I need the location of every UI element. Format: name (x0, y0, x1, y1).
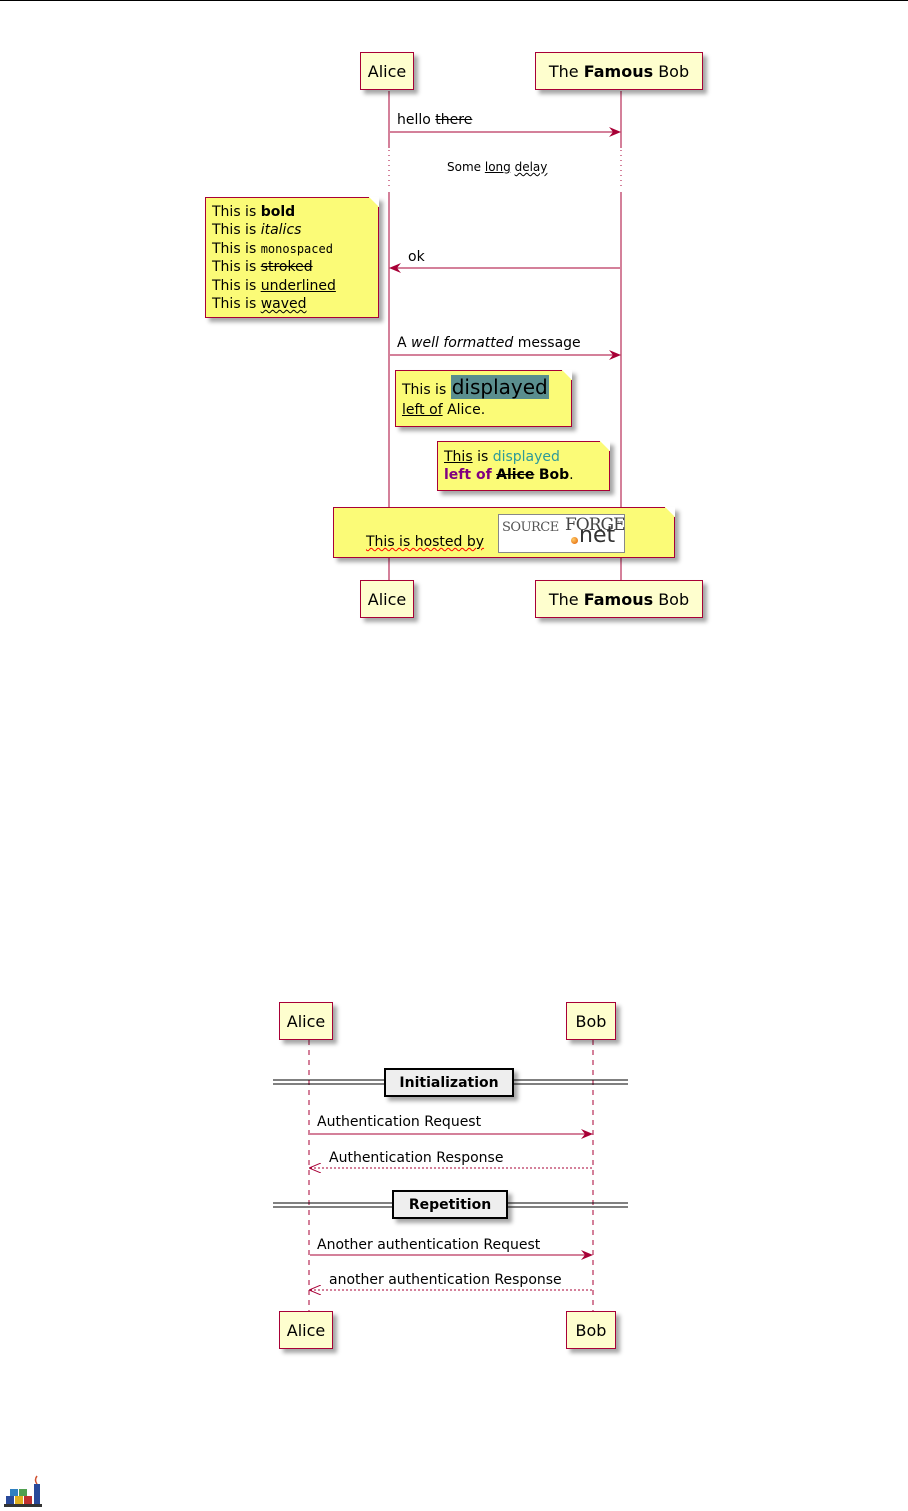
note-fold (562, 370, 572, 380)
monospaced-text: monospaced (260, 241, 333, 256)
note-displayed: This is displayed left of Alice. (395, 370, 572, 427)
participant2-bob-top: Bob (566, 1002, 616, 1040)
delay-long: long (484, 160, 511, 174)
stroked-text: stroked (260, 259, 313, 276)
bob-bold: Famous (583, 61, 654, 81)
divider-repetition: Repetition (392, 1190, 508, 1219)
participant2-bob-bottom: Bob (566, 1311, 616, 1349)
message2-response: Authentication Response (329, 1150, 504, 1166)
left-of-text: left of (402, 402, 443, 418)
message-ok: ok (408, 249, 425, 265)
waved-text: waved (260, 296, 307, 313)
note-hosted: This is hosted by SOURCE FORGE ™ net (333, 507, 675, 558)
divider-initialization: Initialization (384, 1068, 514, 1097)
diagram2-lines (273, 1040, 628, 1312)
underlined-text: underlined (260, 277, 336, 294)
logo-dot-icon (571, 537, 578, 544)
message-hello: hello there (397, 111, 472, 129)
note-formatting: This is bold This is italics This is mon… (205, 197, 379, 318)
logo-forge: FORGE (565, 515, 626, 535)
participant-alice-bottom: Alice (360, 580, 414, 618)
participant2-alice-bottom: Alice (279, 1311, 333, 1349)
participant-alice-top: Alice (360, 52, 414, 90)
note-fold (665, 507, 675, 517)
formatted-italic: well formatted (411, 335, 514, 351)
hosted-text: This is hosted by (366, 534, 485, 550)
bold-text: bold (260, 204, 296, 220)
stroked-alice: Alice (496, 467, 535, 484)
sourceforge-logo: SOURCE FORGE ™ net (498, 514, 626, 553)
page-top-rule (0, 0, 908, 1)
delay-pre: Some (447, 160, 482, 174)
delay-label: Some long delay (447, 158, 547, 176)
note-fold (369, 197, 379, 207)
hello-text: hello (397, 112, 431, 128)
note-fold (600, 441, 610, 451)
message2-another-request: Another authentication Request (317, 1237, 541, 1253)
message-formatted: A well formatted message (397, 335, 581, 351)
logo-tm: ™ (615, 520, 622, 528)
message2-another-response: another authentication Response (329, 1272, 562, 1288)
there-text: there (435, 112, 473, 128)
bob-post: Bob (658, 61, 690, 81)
cyan-displayed: displayed (492, 449, 560, 465)
bob-pre: The (548, 61, 579, 81)
delay-waved: delay (514, 160, 548, 174)
bold-bob: Bob (538, 467, 570, 484)
displayed-highlight: displayed (450, 375, 549, 399)
logo-source: SOURCE (502, 520, 559, 535)
logo-net: net (579, 523, 616, 548)
message2-request: Authentication Request (317, 1114, 482, 1130)
note-bob-displayed: This is displayed left of Alice Bob. (437, 441, 610, 491)
plantuml-logo-icon (4, 1475, 42, 1507)
participant-bob-top: The Famous Bob (535, 52, 703, 90)
participant2-alice-top: Alice (279, 1002, 333, 1040)
purple-left-of: left of (444, 467, 492, 484)
participant-bob-bottom: The Famous Bob (535, 580, 703, 618)
this-underlined: This (444, 449, 473, 465)
italics-text: italics (260, 222, 302, 239)
